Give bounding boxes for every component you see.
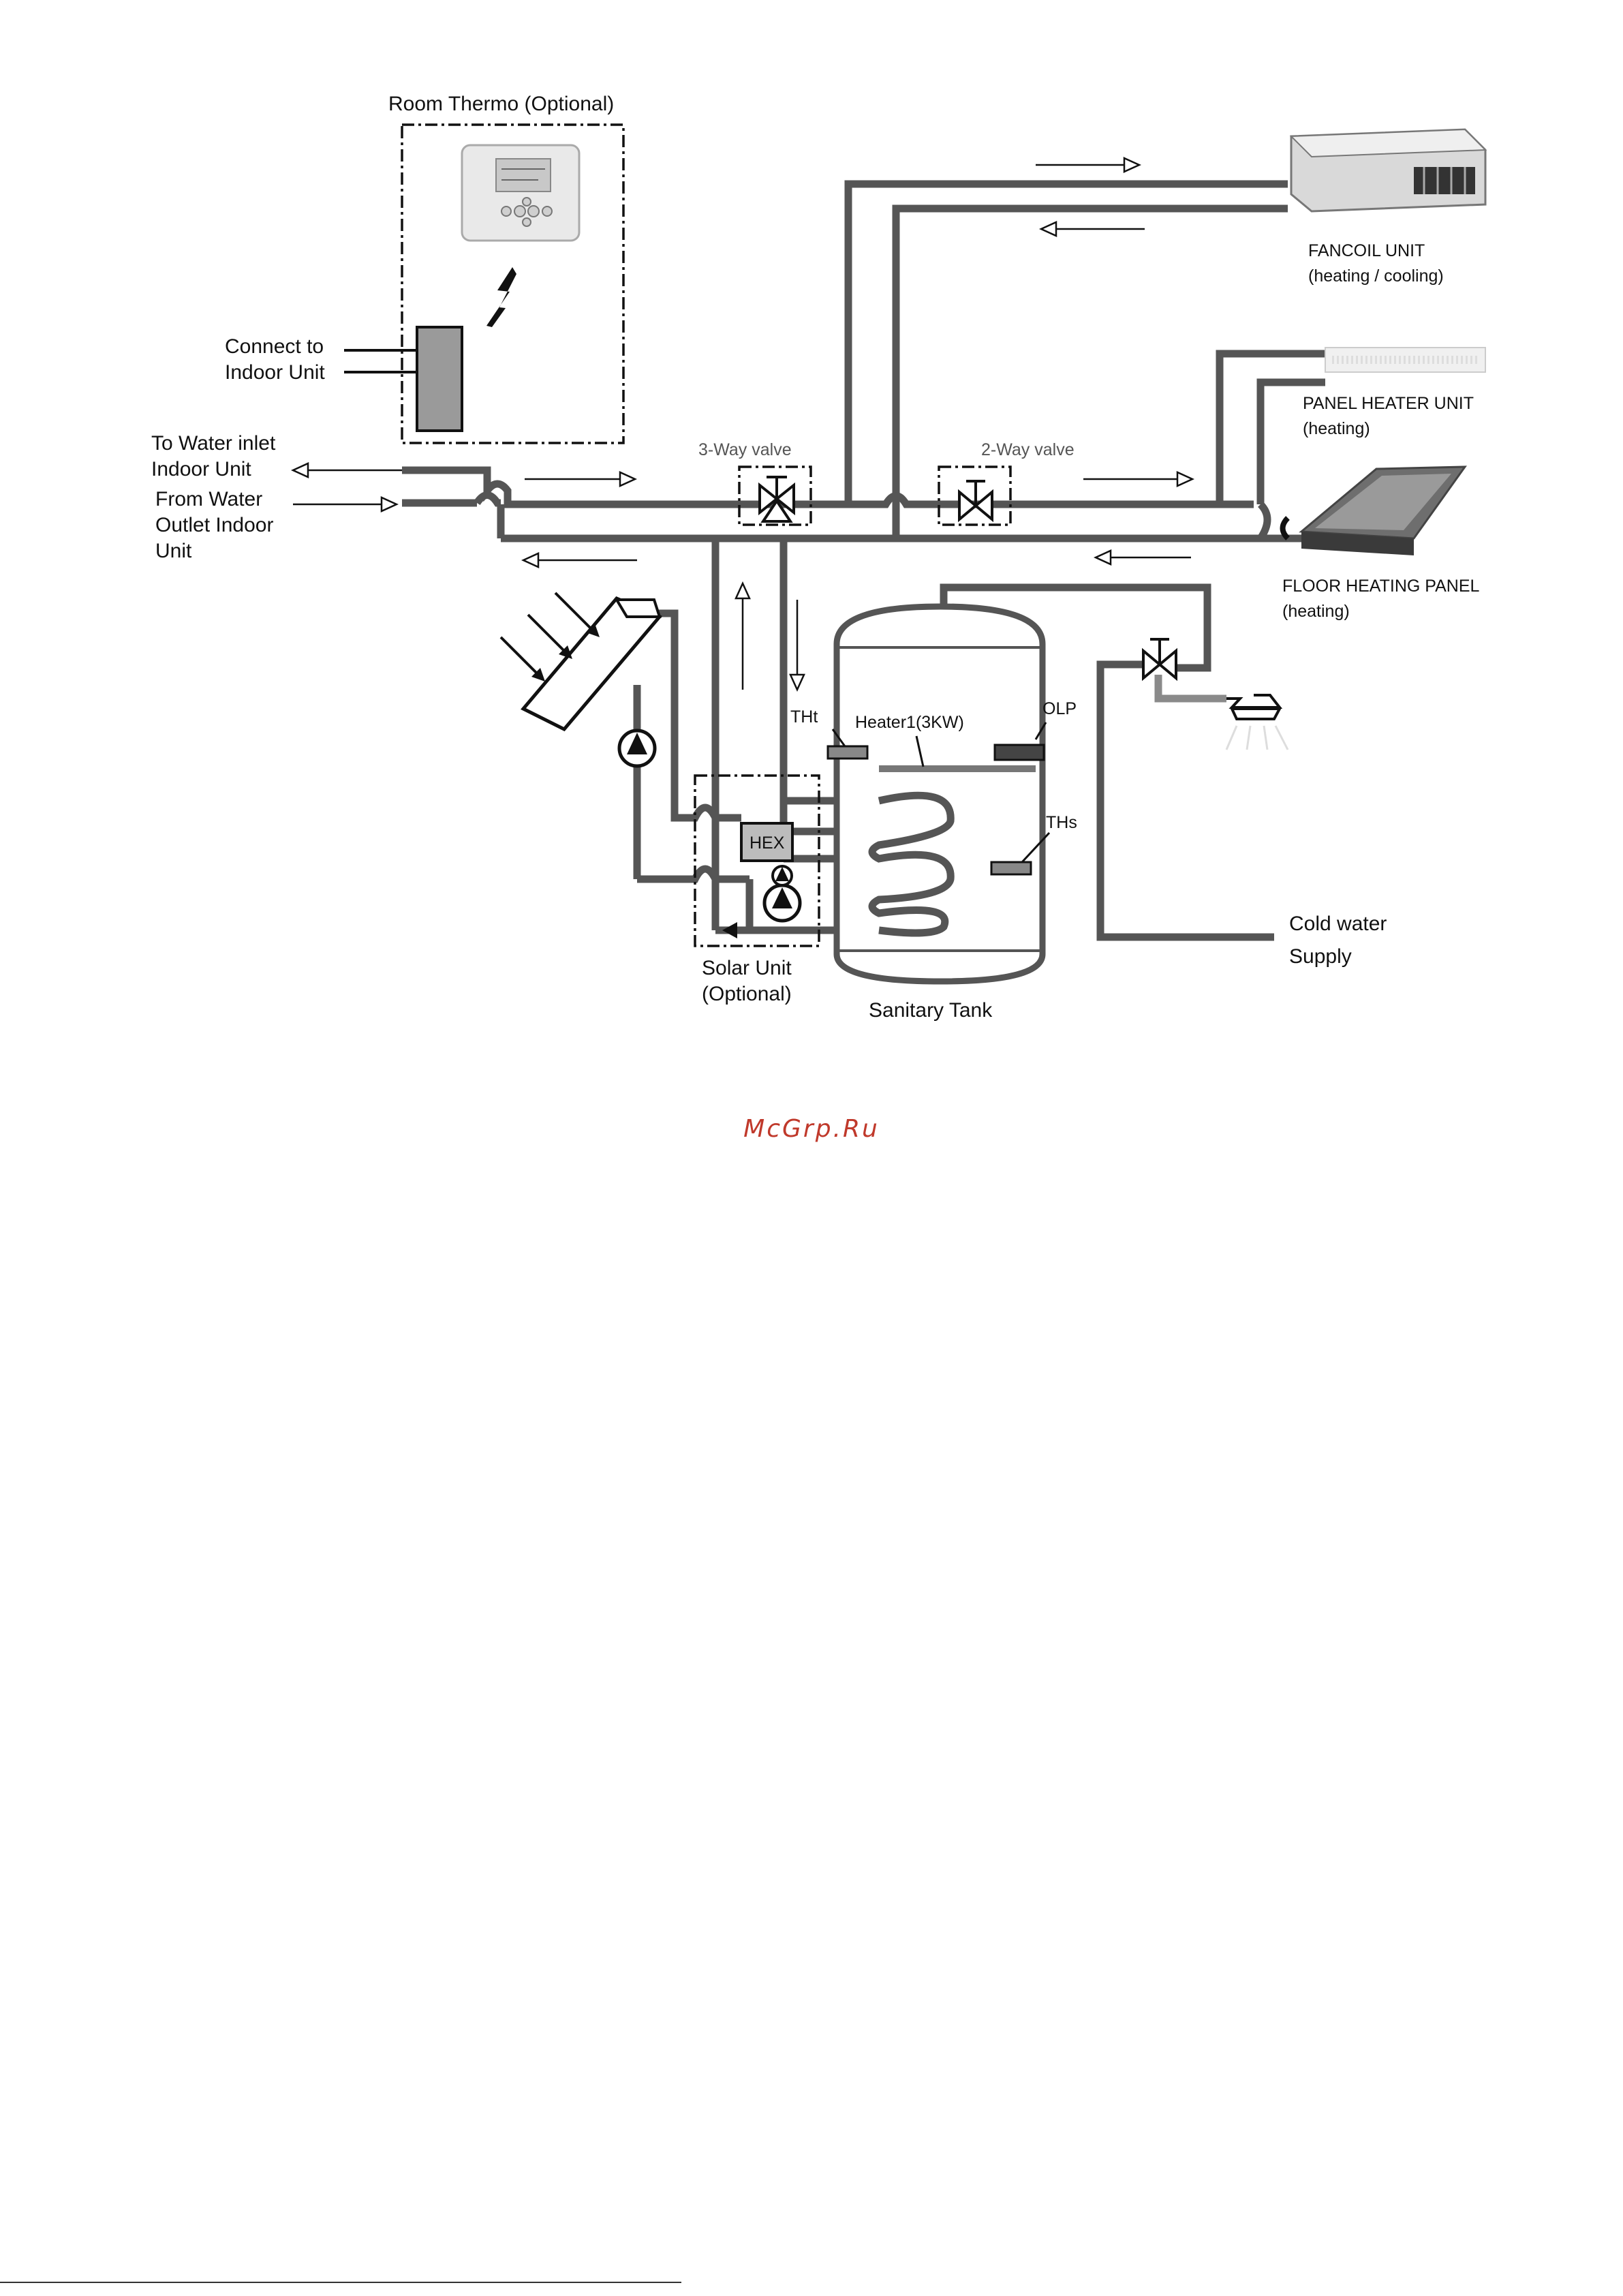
thermo-connector-box xyxy=(416,326,463,432)
sanitary-tank-label: Sanitary Tank xyxy=(869,999,993,1022)
heating-coil xyxy=(868,791,955,937)
hex-label: HEX xyxy=(749,833,785,853)
hot-water-valve xyxy=(1142,638,1177,682)
from-water-outlet-label-1: From Water xyxy=(155,488,262,510)
room-thermo-dashed-box xyxy=(401,123,625,444)
sanitary-tank: THt OLP Heater1(3KW) THs Sanitary Tank xyxy=(790,603,1077,1022)
olp-sensor xyxy=(993,744,1045,761)
fancoil-unit: FANCOIL UNIT (heating / cooling) xyxy=(1289,128,1487,286)
solar-unit-label-2: (Optional) xyxy=(702,983,792,1005)
heater1-label: Heater1(3KW) xyxy=(855,713,964,732)
shower-head-icon xyxy=(1225,694,1289,750)
solar-unit-label-1: Solar Unit xyxy=(702,957,792,979)
three-way-valve-label: 3-Way valve xyxy=(698,440,792,459)
wireless-signal-icon xyxy=(486,267,516,327)
two-way-valve: 2-Way valve xyxy=(938,440,1075,526)
floor-heating-panel: FLOOR HEATING PANEL (heating) xyxy=(1280,465,1480,621)
panel-heater-unit: PANEL HEATER UNIT (heating) xyxy=(1303,347,1486,438)
cold-water-label-1: Cold water xyxy=(1289,913,1387,935)
bottom-rule xyxy=(0,2282,681,2283)
fancoil-label-1: FANCOIL UNIT xyxy=(1308,241,1425,260)
pump-icon-hex xyxy=(762,865,802,923)
hex-box xyxy=(740,822,794,862)
panel-heater-label-2: (heating) xyxy=(1303,419,1370,438)
connect-to-label-1: Connect to xyxy=(225,335,324,358)
to-water-inlet-label-2: Indoor Unit xyxy=(151,458,251,480)
pump-icon-solar xyxy=(617,729,657,768)
panel-heater-label-1: PANEL HEATER UNIT xyxy=(1303,394,1474,413)
thermostat-device xyxy=(461,144,581,242)
three-way-valve: 3-Way valve xyxy=(698,440,812,526)
watermark: McGrp.Ru xyxy=(743,1115,880,1143)
from-water-outlet-label-2: Outlet Indoor xyxy=(155,514,273,536)
room-thermo-group: Room Thermo (Optional) Connect to Indoor… xyxy=(225,93,625,444)
ths-label: THs xyxy=(1046,813,1077,832)
from-water-outlet-label-3: Unit xyxy=(155,540,192,562)
sun-rays-icon xyxy=(499,592,600,682)
connect-to-label-2: Indoor Unit xyxy=(225,361,325,384)
fancoil-label-2: (heating / cooling) xyxy=(1308,266,1444,286)
to-water-inlet-label-1: To Water inlet xyxy=(151,432,276,455)
heating-system-diagram: Room Thermo (Optional) Connect to Indoor… xyxy=(151,93,1487,1022)
olp-label: OLP xyxy=(1042,699,1077,718)
cold-water-label-2: Supply xyxy=(1289,945,1352,968)
ths-sensor xyxy=(990,861,1032,876)
solar-collector xyxy=(499,592,663,732)
floor-heating-label-2: (heating) xyxy=(1282,602,1350,621)
two-way-valve-label: 2-Way valve xyxy=(981,440,1075,459)
tht-sensor xyxy=(826,745,869,760)
solar-unit: HEX Solar Unit (Optional) xyxy=(617,729,820,1005)
floor-heating-label-1: FLOOR HEATING PANEL xyxy=(1282,577,1480,596)
room-thermo-label: Room Thermo (Optional) xyxy=(388,93,614,115)
tht-label: THt xyxy=(790,707,818,726)
flow-arrows xyxy=(290,157,1195,692)
